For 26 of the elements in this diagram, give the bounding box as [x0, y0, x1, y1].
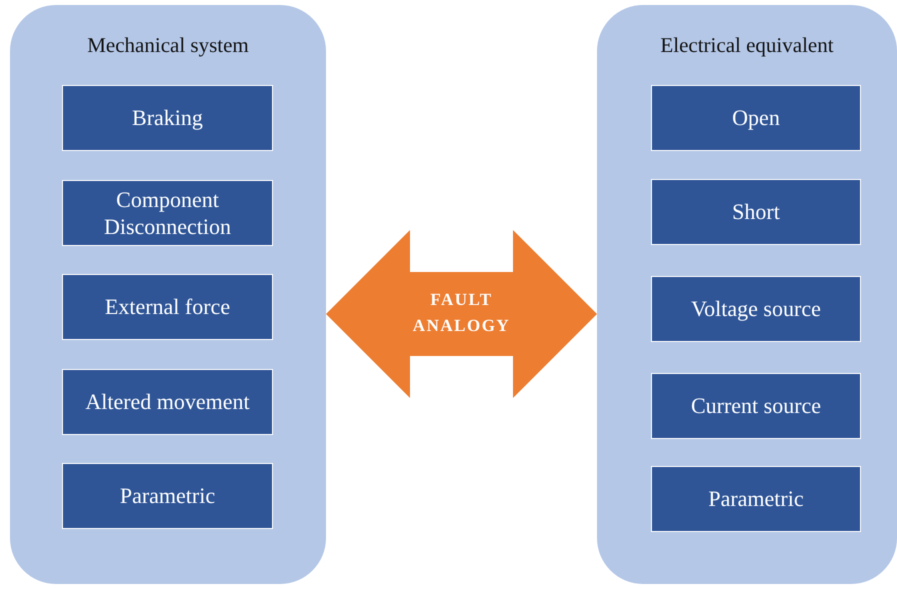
- category-label: Component Disconnection: [102, 186, 232, 240]
- category-box: [62, 180, 273, 246]
- category-label: Altered movement: [85, 388, 250, 416]
- category-box: [62, 463, 273, 529]
- group-panel: [597, 5, 897, 584]
- panel-heading: Electrical equivalent: [660, 33, 834, 58]
- category-label: Short: [732, 198, 780, 226]
- category-label: Parametric: [708, 485, 804, 513]
- category-label: Voltage source: [691, 295, 821, 323]
- category-box: [62, 274, 273, 340]
- category-box: [651, 179, 861, 245]
- category-box: [62, 369, 273, 435]
- category-label: Parametric: [120, 482, 216, 510]
- double-arrow: [326, 230, 597, 398]
- category-box: [651, 373, 861, 439]
- category-label: External force: [104, 293, 230, 321]
- category-box: [62, 85, 273, 151]
- category-label: Braking: [132, 104, 203, 132]
- category-label: Current source: [690, 392, 822, 420]
- category-box: [651, 85, 861, 151]
- edge-label: FAULT ANALOGY: [412, 289, 512, 336]
- category-box: [651, 276, 861, 342]
- group-panel: [10, 5, 326, 584]
- category-box: [651, 466, 861, 532]
- category-label: Open: [732, 104, 780, 132]
- panel-heading: Mechanical system: [87, 33, 249, 58]
